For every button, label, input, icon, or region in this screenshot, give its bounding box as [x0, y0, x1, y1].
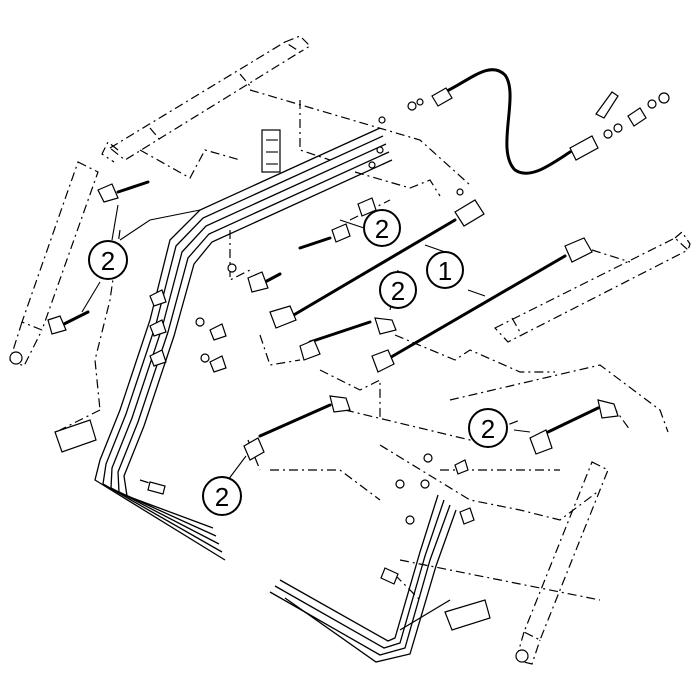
left-lift-cylinder — [9, 161, 99, 367]
callout-2-upper-middle: 2 — [363, 209, 401, 247]
callout-1-label: 1 — [438, 256, 452, 286]
fittings — [54, 116, 491, 631]
callout-2-right-label: 2 — [481, 414, 495, 444]
hose-2-left-lower — [47, 310, 90, 335]
callout-2-left: 2 — [88, 240, 128, 280]
hose-2-upper-middle — [247, 223, 351, 293]
upper-tilt-cylinder — [101, 35, 311, 163]
right-upper-cylinder — [494, 231, 691, 343]
callout-2-upper-middle-label: 2 — [375, 214, 389, 244]
main-pressure-hose — [407, 68, 670, 175]
callout-2-right: 2 — [468, 408, 508, 448]
hose-2-left-upper — [97, 180, 150, 203]
callout-2-left-label: 2 — [101, 246, 115, 276]
callout-2-lower-left-label: 2 — [215, 482, 229, 512]
hose-2-right — [529, 399, 619, 455]
hose-1-lower — [371, 237, 593, 373]
right-lift-cylinder — [515, 461, 609, 665]
left-tube-bundle — [94, 127, 393, 561]
reference-lines — [59, 89, 669, 601]
hose-2-center — [299, 317, 397, 361]
callout-2-center-label: 2 — [391, 276, 405, 306]
hose-2-lower-left — [243, 395, 351, 461]
callout-2-lower-left: 2 — [202, 476, 242, 516]
right-tube-bundle — [269, 494, 457, 663]
hose-1-upper — [269, 199, 485, 329]
callout-1: 1 — [426, 251, 464, 289]
callout-2-center: 2 — [379, 271, 417, 309]
